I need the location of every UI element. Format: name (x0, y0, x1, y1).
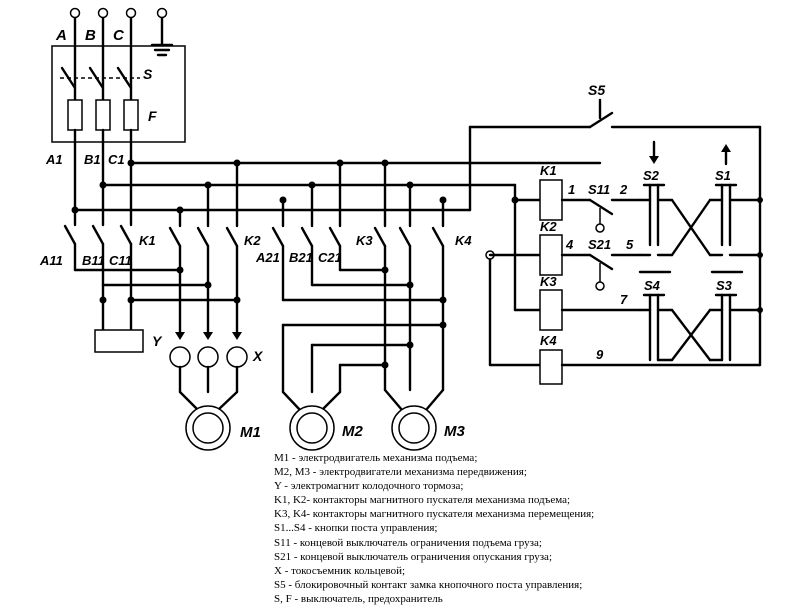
label-b11: B11 (82, 253, 105, 268)
label-s11: S11 (588, 182, 610, 197)
label-a21: A21 (255, 250, 280, 265)
legend-item: Y - электромагнит колодочного тормоза; (274, 480, 464, 493)
label-k4: K4 (455, 233, 472, 248)
label-k1: K1 (139, 233, 156, 248)
label-s1: S1 (715, 168, 731, 183)
contactor-k4-contacts: K4 (373, 161, 472, 392)
buttons-s3-s4: S4 S3 (638, 270, 763, 362)
ground-icon (150, 43, 174, 57)
label-n4: 4 (565, 237, 574, 252)
legend-item: S11 - концевой выключатель ограничения п… (274, 536, 542, 549)
label-k2: K2 (244, 233, 261, 248)
label-n7: 7 (620, 292, 628, 307)
label-n5: 5 (626, 237, 634, 252)
contactor-k1-contacts: A11 B11 C11 K1 (39, 161, 156, 272)
label-s3: S3 (716, 278, 733, 293)
motor-m3: M3 (391, 405, 465, 451)
legend-item: M1 - электродвигатель механизма подъема; (274, 452, 478, 464)
legend-item: K1, K2- контакторы магнитного пускателя … (274, 494, 571, 507)
label-b1: B1 (84, 152, 101, 167)
label-brake-y: Y (152, 333, 163, 349)
contactor-k2-contacts: K2 (168, 161, 261, 334)
coil-k4 (539, 349, 563, 385)
electrical-schematic: A B C S F A1 B1 C1 (39, 7, 763, 451)
fuse-a (67, 99, 83, 131)
arrow-up-icon (721, 144, 731, 166)
k1-k2-cross-links (73, 266, 241, 332)
legend-item: X - токосъемник кольцевой; (274, 564, 406, 577)
legend-item: S5 - блокировочный контакт замка кнопочн… (274, 578, 583, 591)
label-coil-k1: K1 (540, 163, 557, 178)
coil-k2 (539, 234, 563, 276)
supply-terminals: A B C (55, 7, 174, 102)
power-bus (71, 140, 602, 214)
label-s5: S5 (588, 82, 605, 98)
label-a11: A11 (39, 253, 63, 268)
label-fuse-f: F (148, 108, 157, 124)
label-c1: C1 (108, 152, 125, 167)
contactor-k3-contacts: A21 B21 C21 K3 (255, 159, 373, 302)
travel-motor-wiring (281, 266, 447, 412)
legend-item: S, F - выключатель, предохранитель (274, 592, 443, 605)
label-phase-c: C (113, 27, 125, 44)
arrow-down-icon (649, 140, 659, 164)
label-motor-m2: M2 (342, 423, 363, 440)
label-coil-k3: K3 (540, 274, 557, 289)
legend-item: S21 - концевой выключатель ограничения о… (274, 550, 552, 563)
coil-k1 (539, 179, 563, 221)
terminal-a (69, 7, 81, 19)
label-switch-s: S (143, 66, 153, 82)
label-s4: S4 (644, 278, 661, 293)
legend-item: S1...S4 - кнопки поста управления; (274, 522, 438, 535)
legend: M1 - электродвигатель механизма подъема;… (274, 451, 794, 606)
label-s2: S2 (643, 168, 660, 183)
label-a1: A1 (45, 152, 63, 167)
label-collector-x: X (252, 348, 264, 364)
label-phase-a: A (55, 27, 67, 44)
fuse-b (95, 99, 111, 131)
motor-m2: M2 (289, 405, 363, 451)
motor-m1-circuit: X M1 (169, 332, 264, 451)
label-c11: C11 (109, 253, 132, 268)
coil-k3 (539, 289, 563, 331)
buttons-s1-s2: S2 S1 (638, 140, 763, 258)
label-c21: C21 (318, 250, 342, 265)
label-coil-k2: K2 (540, 219, 557, 234)
label-n1: 1 (568, 182, 575, 197)
legend-item: M2, M3 - электродвигатели механизма пере… (274, 466, 527, 479)
terminal-ground (156, 7, 168, 19)
label-b21: B21 (289, 250, 313, 265)
label-k3: K3 (356, 233, 373, 248)
label-s21: S21 (588, 237, 611, 252)
legend-item: K3, K4- контакторы магнитного пускателя … (274, 508, 595, 521)
switch-fuse-block: S F (51, 45, 186, 144)
brake-magnet-y: Y (94, 329, 163, 353)
label-motor-m1: M1 (240, 424, 261, 441)
label-motor-m3: M3 (444, 423, 465, 440)
label-n2: 2 (619, 182, 628, 197)
label-coil-k4: K4 (540, 333, 557, 348)
label-n9: 9 (596, 347, 604, 362)
control-circuit: S5 K1 K2 K3 K4 1 S11 2 4 (468, 82, 763, 385)
terminal-c (125, 7, 137, 19)
terminal-b (97, 7, 109, 19)
fuse-c (123, 99, 139, 131)
label-phase-b: B (85, 27, 96, 44)
